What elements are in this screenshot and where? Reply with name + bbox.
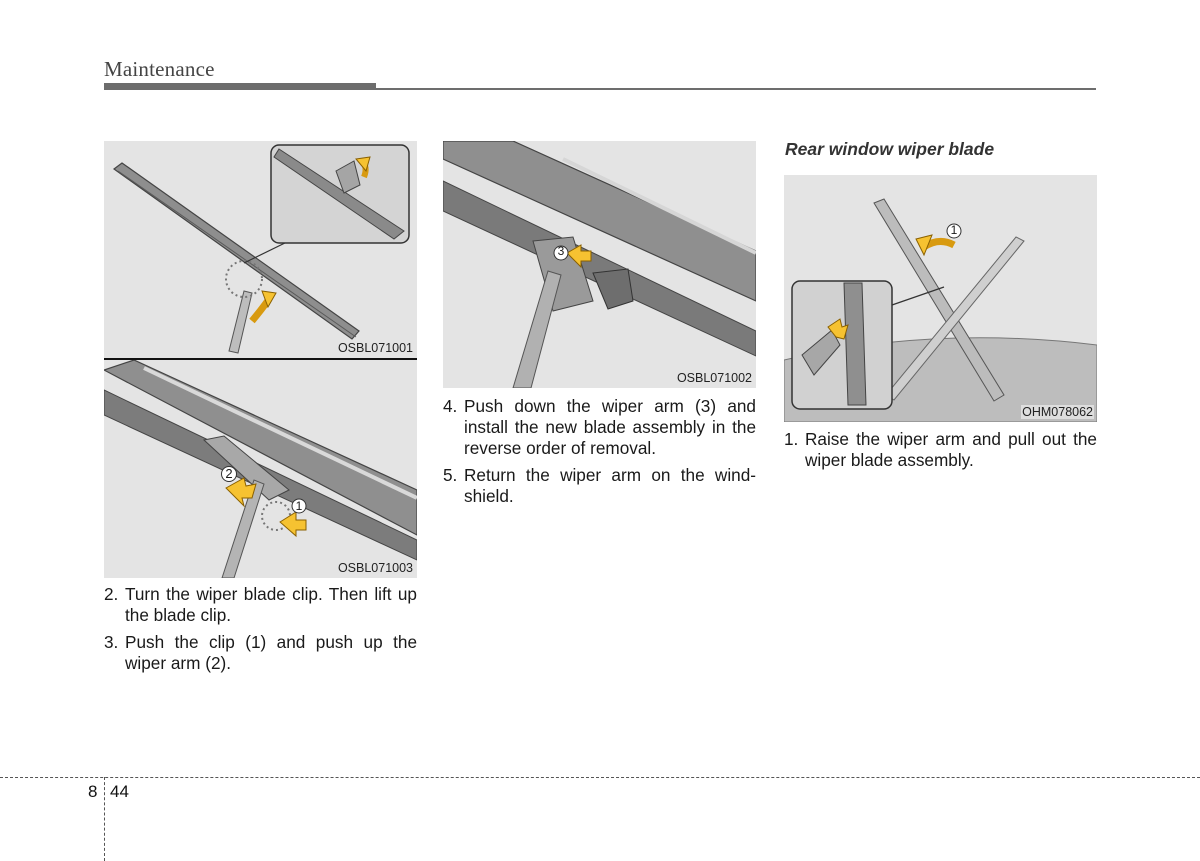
step-number: 5. [443, 465, 458, 485]
wiper-blade-illustration-3 [443, 141, 756, 388]
callout-3: 3 [557, 244, 565, 258]
step-text: Return the wiper arm on the wind-shield. [464, 465, 756, 506]
wiper-blade-illustration-1 [112, 144, 410, 354]
header-rule-thin [376, 88, 1096, 90]
footer-vertical-dashed-rule [104, 777, 105, 861]
callout-1: 1 [295, 499, 303, 513]
callout-2: 2 [221, 466, 237, 482]
figure-code: OHM078062 [1021, 405, 1094, 419]
step-5: 5. Return the wiper arm on the wind-shie… [443, 465, 756, 507]
figure-divider [104, 358, 417, 360]
column2-steps: 4. Push down the wiper arm (3) and insta… [443, 396, 756, 513]
page-header-title: Maintenance [104, 57, 215, 81]
step-number: 2. [104, 584, 119, 604]
header-rule-thick [104, 83, 376, 90]
step-text: Raise the wiper arm and pull out the wip… [805, 429, 1097, 470]
figure-rear-wiper: 1 OHM078062 [784, 175, 1097, 422]
step-3: 3. Push the clip (1) and push up the wip… [104, 632, 417, 674]
figure-code: OSBL071002 [675, 371, 753, 385]
section-heading-rear-wiper: Rear window wiper blade [785, 139, 995, 159]
step-number: 1. [784, 429, 799, 449]
footer-dashed-rule [0, 777, 1200, 778]
step-text: Push down the wiper arm (3) and install … [464, 396, 756, 458]
step-number: 3. [104, 632, 119, 652]
wiper-blade-illustration-2 [104, 360, 417, 578]
column1-steps: 2. Turn the wiper blade clip. Then lift … [104, 584, 417, 680]
step-number: 4. [443, 396, 458, 416]
callout-1: 1 [950, 223, 958, 237]
figure-wiper-clip-turn: OSBL071001 [104, 141, 417, 358]
figure-push-clip: 2 1 OSBL071003 [104, 360, 417, 578]
column3-steps: 1. Raise the wiper arm and pull out the … [784, 429, 1097, 477]
chapter-number: 8 [88, 782, 98, 801]
rear-wiper-illustration [784, 198, 1097, 422]
step-text: Push the clip (1) and push up the wiper … [125, 632, 417, 673]
step-1: 1. Raise the wiper arm and pull out the … [784, 429, 1097, 471]
step-2: 2. Turn the wiper blade clip. Then lift … [104, 584, 417, 626]
step-text: Turn the wiper blade clip. Then lift up … [125, 584, 417, 625]
figure-code: OSBL071001 [336, 341, 414, 355]
step-4: 4. Push down the wiper arm (3) and insta… [443, 396, 756, 459]
figure-push-down-arm: 3 OSBL071002 [443, 141, 756, 388]
figure-code: OSBL071003 [336, 561, 414, 575]
page-number: 44 [110, 782, 129, 801]
